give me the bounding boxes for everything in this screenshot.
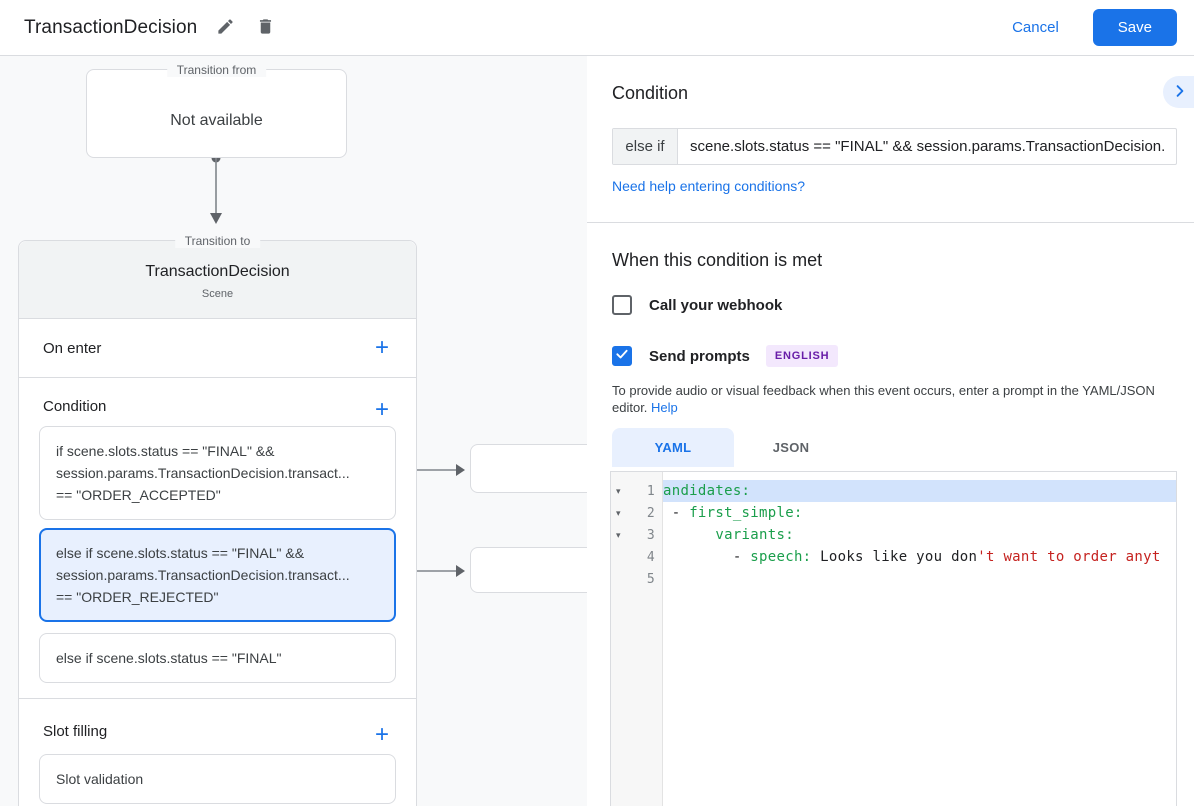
scene-flow-canvas: Transition from Not available Transition… [0, 56, 587, 806]
save-button[interactable]: Save [1092, 9, 1177, 46]
code-segment: andidates: [663, 483, 751, 499]
code-segment [663, 527, 715, 543]
code-line: - speech: Looks like you don't want to o… [663, 546, 1176, 568]
code-segment: variants: [715, 527, 794, 543]
code-segment: Looks like you don [811, 549, 978, 565]
transition-to-legend: Transition to [174, 234, 261, 248]
code-segment: - [663, 549, 751, 565]
transition-target-node-1[interactable] [470, 444, 587, 493]
gutter-row: 4 [611, 546, 662, 568]
plus-icon: + [374, 396, 389, 423]
condition-text: else if scene.slots.status == "FINAL" && [56, 545, 305, 561]
call-webhook-row: Call your webhook [612, 295, 782, 315]
tab-yaml[interactable]: YAML [612, 428, 734, 467]
fold-arrow-icon[interactable]: ▾ [616, 485, 621, 496]
line-number: 1 [646, 483, 655, 499]
line-number: 3 [646, 527, 655, 543]
code-line [663, 568, 1176, 590]
transition-from-value: Not available [170, 112, 263, 129]
panel-title: Condition [612, 83, 689, 103]
cancel-button[interactable]: Cancel [1012, 19, 1059, 36]
condition-prefix-label: else if [613, 129, 678, 164]
top-bar: TransactionDecision Cancel Save [0, 0, 1194, 56]
editor-code-area[interactable]: andidates: - first_simple: variants: - s… [663, 472, 1176, 806]
code-segment: - [663, 505, 690, 521]
transition-from-node: Transition from Not available [86, 63, 347, 158]
scene-node-subtitle: Scene [201, 288, 234, 300]
condition-help-link[interactable]: Need help entering conditions? [612, 178, 806, 194]
editor-gutter: ▾ 1 ▾ 2 ▾ 3 4 5 [611, 472, 663, 806]
condition-card-order-accepted[interactable]: if scene.slots.status == "FINAL" && sess… [39, 426, 396, 520]
condition-text: else if scene.slots.status == "FINAL" [56, 650, 282, 666]
transition-target-node-2[interactable] [470, 547, 587, 593]
scene-node-card: Transition to TransactionDecision Scene … [18, 234, 417, 806]
condition-text: session.params.TransactionDecision.trans… [56, 567, 350, 583]
call-webhook-label: Call your webhook [649, 296, 783, 314]
description-help-link[interactable]: Help [651, 400, 678, 415]
condition-expression-input[interactable] [678, 129, 1176, 164]
line-number: 5 [646, 571, 655, 587]
code-line-selected: andidates: [663, 480, 1176, 502]
add-slot-button[interactable]: + [370, 723, 394, 747]
pencil-icon [216, 17, 235, 39]
slot-validation-card[interactable]: Slot validation [39, 754, 396, 804]
code-segment: speech: [750, 549, 812, 565]
when-condition-met-title: When this condition is met [612, 250, 823, 270]
call-webhook-checkbox[interactable] [612, 295, 632, 315]
slot-filling-label: Slot filling [43, 723, 108, 740]
condition-card-final[interactable]: else if scene.slots.status == "FINAL" [39, 633, 396, 683]
on-enter-section: On enter + [19, 319, 416, 378]
language-badge: ENGLISH [765, 345, 839, 367]
line-number: 2 [646, 505, 655, 521]
condition-text: == "ORDER_ACCEPTED" [56, 487, 221, 503]
prompt-description: To provide audio or visual feedback when… [612, 382, 1170, 416]
condition-text: session.params.TransactionDecision.trans… [56, 465, 350, 481]
condition-text: == "ORDER_REJECTED" [56, 589, 219, 605]
send-prompts-row: Send prompts ENGLISH [612, 345, 839, 367]
scene-node-header: TransactionDecision Scene [19, 241, 416, 319]
delete-scene-button[interactable] [253, 16, 277, 40]
line-number: 4 [646, 549, 655, 565]
fold-arrow-icon[interactable]: ▾ [616, 507, 621, 518]
checkmark-icon [615, 347, 629, 366]
slot-filling-section-header: Slot filling + [19, 699, 416, 754]
gutter-row: ▾ 3 [611, 524, 662, 546]
gutter-row: 5 [611, 568, 662, 590]
code-line: - first_simple: [663, 502, 1176, 524]
condition-editor-panel: Condition else if Need help entering con… [587, 56, 1194, 806]
condition-expression-group: else if [612, 128, 1177, 165]
scene-node-title: TransactionDecision [145, 263, 290, 280]
page-title: TransactionDecision [24, 16, 198, 38]
gutter-row: ▾ 1 [611, 480, 662, 502]
plus-icon: + [374, 721, 389, 748]
section-divider [19, 691, 416, 699]
plus-icon: + [374, 334, 389, 361]
main-content: Transition from Not available Transition… [0, 56, 1194, 806]
fold-arrow-icon[interactable]: ▾ [616, 529, 621, 540]
gutter-row: ▾ 2 [611, 502, 662, 524]
code-line: variants: [663, 524, 1176, 546]
condition-text: if scene.slots.status == "FINAL" && [56, 443, 275, 459]
add-condition-button[interactable]: + [370, 398, 394, 422]
code-segment: 't want to order anyt [977, 549, 1161, 565]
condition-label: Condition [43, 398, 107, 415]
tab-json[interactable]: JSON [772, 440, 810, 455]
add-on-enter-button[interactable]: + [370, 336, 394, 360]
send-prompts-checkbox[interactable] [612, 346, 632, 366]
yaml-code-editor: ▾ 1 ▾ 2 ▾ 3 4 5 [610, 471, 1177, 806]
slot-item-text: Slot validation [56, 771, 144, 787]
on-enter-label: On enter [43, 339, 102, 357]
condition-card-order-rejected-selected[interactable]: else if scene.slots.status == "FINAL" &&… [39, 528, 396, 622]
condition-section-header: Condition + [19, 378, 416, 426]
collapse-panel-button[interactable] [1163, 76, 1194, 108]
trash-icon [256, 17, 275, 39]
chevron-right-icon [1172, 83, 1188, 102]
transition-from-legend: Transition from [166, 63, 267, 77]
editor-format-tabs: YAML JSON [612, 428, 848, 467]
edit-scene-button[interactable] [213, 16, 237, 40]
code-segment: first_simple: [689, 505, 803, 521]
description-text: To provide audio or visual feedback when… [612, 383, 1155, 415]
panel-divider [587, 222, 1194, 223]
send-prompts-label: Send prompts [649, 347, 750, 365]
